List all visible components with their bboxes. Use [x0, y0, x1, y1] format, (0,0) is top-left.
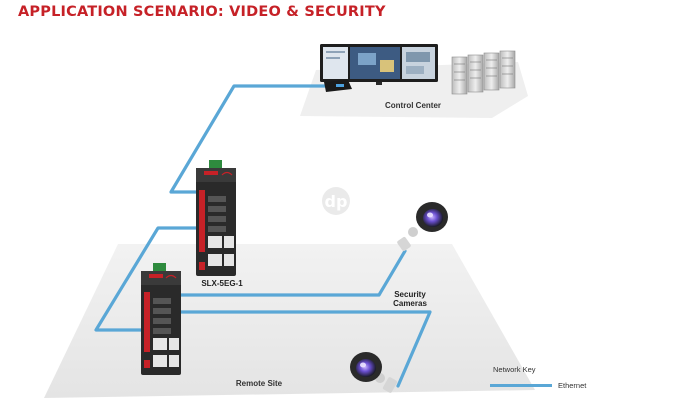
- link-switch1-to-switch2: [94, 226, 200, 332]
- workstation-icon: [324, 80, 352, 92]
- ethernet-links: [94, 84, 432, 388]
- security-cameras-label-line2: Cameras: [393, 299, 427, 308]
- network-key-title: Network Key: [493, 365, 536, 374]
- network-key: Network Key Ethernet: [490, 365, 587, 390]
- switch-slx-5eg-2: [141, 263, 181, 375]
- monitor-icon: [320, 44, 438, 85]
- ethernet-key-swatch: [490, 384, 552, 387]
- svg-text:dp: dp: [325, 192, 348, 211]
- control-center-label: Control Center: [385, 101, 441, 110]
- dome-camera-icon-2: [350, 352, 398, 393]
- device-label: SLX-5EG-1: [201, 279, 243, 288]
- page-title: APPLICATION SCENARIO: VIDEO & SECURITY: [18, 4, 386, 20]
- ethernet-key-label: Ethernet: [558, 381, 587, 390]
- link-switch2-to-camera2: [160, 310, 432, 388]
- dome-camera-icon: [397, 202, 448, 251]
- security-cameras-label-line1: Security: [394, 290, 426, 299]
- server-rack-icon: [451, 50, 516, 95]
- switch-slx-5eg-1: [196, 160, 236, 276]
- link-switch2-to-camera1: [158, 249, 407, 297]
- dp-logo: dp: [322, 187, 350, 215]
- remote-site-label: Remote Site: [236, 379, 283, 388]
- link-control-to-switch1: [169, 84, 327, 194]
- remote-site-platform: [44, 244, 535, 398]
